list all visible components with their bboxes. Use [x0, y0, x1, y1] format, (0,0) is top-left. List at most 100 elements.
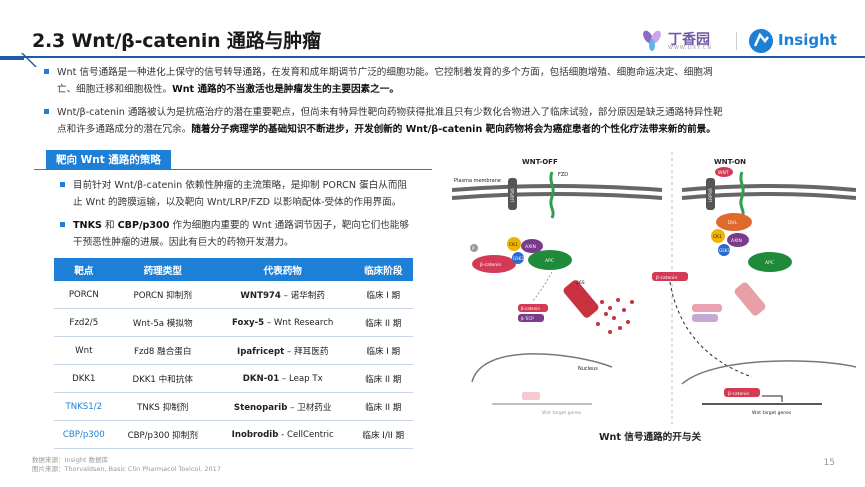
off-gsk3	[512, 252, 524, 264]
off-btrcp	[518, 314, 544, 322]
off-fzd-receptor	[549, 171, 555, 219]
drug-company: – 卫材药业	[287, 402, 332, 413]
wnt-pathway-diagram: WNT-OFF Plasma membrane LRP5/6 FZD β-cat…	[452, 152, 856, 424]
off-membrane	[452, 184, 663, 192]
table-cell-target: Wnt	[54, 336, 114, 365]
drug-company: – Wnt Research	[264, 317, 334, 328]
bullet-square-icon	[44, 109, 49, 114]
drug-name: DKN-01	[242, 373, 280, 384]
table-cell-target: CBP/p300	[54, 420, 114, 449]
table-cell-type: CBP/p300 抑制剂	[113, 420, 212, 449]
on-membrane	[681, 184, 856, 192]
off-fzd-label: FZD	[558, 172, 568, 178]
off-target-promoter	[522, 392, 540, 400]
on-translocation-arrow	[669, 281, 753, 378]
table-header-row: 靶点 药理类型 代表药物 临床阶段	[54, 258, 413, 281]
strategy-bullet-2: TNKS 和 CBP/p300 作为细胞内重要的 Wnt 通路调节因子，靶向它们…	[60, 217, 445, 251]
table-cell-type: PORCN 抑制剂	[113, 281, 212, 309]
off-axin	[521, 239, 543, 253]
off-lrp-label: LRP5/6	[510, 188, 515, 202]
table-cell-target: Fzd2/5	[54, 308, 114, 337]
strategy-underline	[34, 169, 432, 170]
on-btrcp-faded	[692, 314, 718, 322]
drug-name: Stenoparib	[233, 402, 288, 413]
table-cell-drug: WNT974 – 诺华制药	[211, 281, 354, 309]
header-decoration	[0, 28, 24, 60]
table-header-phase: 临床阶段	[353, 258, 413, 281]
table-cell-phase: 临床 I/II 期	[353, 420, 413, 449]
plasma-membrane-label: Plasma membrane	[454, 178, 501, 184]
drug-company: – Leap Tx	[279, 373, 323, 384]
off-nucleus-label: Nucleus	[578, 366, 598, 372]
page-number: 15	[823, 458, 835, 468]
on-bcat-faded	[692, 304, 722, 312]
table-cell-target: PORCN	[54, 281, 114, 309]
strategy-bullet-2-bold1: TNKS	[73, 220, 102, 231]
intro-bullet-2-text2: 点和许多通路成分的潜在冗余。	[57, 124, 192, 135]
table-cell-phase: 临床 II 期	[353, 308, 413, 337]
on-axin-label: AXIN	[731, 238, 742, 244]
on-wnt-label: WNT	[718, 170, 729, 176]
off-target-genes-label: Wnt target genes	[542, 410, 582, 416]
table-cell-type: Fzd8 融合蛋白	[113, 336, 212, 365]
off-ck1-label: CK1	[509, 242, 518, 248]
drug-name: Foxy-5	[232, 317, 265, 328]
insight-logo-icon	[749, 29, 773, 53]
on-gsk3	[718, 244, 730, 256]
bullet-square-icon	[60, 222, 65, 227]
off-lrp-receptor	[508, 178, 517, 210]
off-proteasome	[563, 280, 599, 318]
table-cell-type: DKK1 中和抗体	[113, 364, 212, 393]
strategy-bullet-2-mid: 和	[101, 220, 118, 231]
on-target-genes-label: Wnt target genes	[752, 410, 792, 416]
drug-name: Inobrodib	[231, 429, 279, 440]
strategy-bullet-1-line1: 目前针对 Wnt/β-catenin 依赖性肿瘤的主流策略，是抑制 PORCN …	[73, 180, 408, 191]
table-cell-drug: Inobrodib - CellCentric	[211, 420, 354, 449]
bullet-square-icon	[44, 69, 49, 74]
table-header-drug: 代表药物	[211, 258, 354, 281]
off-bcat-complex	[472, 255, 516, 273]
off-ck1	[507, 237, 521, 251]
off-degraded-fragments	[596, 298, 634, 334]
off-phospho	[470, 244, 478, 252]
off-btrcp-label: β-TrCP	[521, 316, 534, 321]
source-notes: 数据来源：Insight 数据库 图片来源：Thorvaldsen, Basic…	[32, 456, 221, 474]
on-membrane-inner	[681, 192, 856, 200]
off-arrow	[531, 271, 553, 303]
on-dvl	[716, 213, 752, 231]
intro-bullet-1-bold: Wnt 通路的不当激活也是肿瘤发生的主要因素之一。	[172, 84, 399, 95]
table-cell-phase: 临床 II 期	[353, 364, 413, 393]
strategy-bullet-2-line2: 干预恶性肿瘤的进展。因此有巨大的药物开发潜力。	[73, 237, 294, 248]
table-cell-target: DKK1	[54, 364, 114, 393]
drug-company: – 诺华制药	[280, 290, 326, 301]
on-lrp-label: LRP5/6	[708, 188, 713, 202]
on-dvl-label: DVL	[728, 220, 737, 226]
header-divider	[0, 56, 865, 58]
on-bcat-free-label: β-catenin	[656, 275, 677, 281]
strategy-section-header: 靶向 Wnt 通路的策略	[34, 150, 432, 170]
on-nucleus-membrane	[681, 360, 856, 385]
strategy-title: 靶向 Wnt 通路的策略	[46, 150, 171, 170]
off-bcat-label: β-catenin	[480, 262, 501, 268]
wnt-off-label: WNT-OFF	[522, 158, 558, 166]
table-cell-drug: Ipafricept – 拜耳医药	[211, 336, 354, 365]
strategy-bullet-2-bold2: CBP/p300	[117, 220, 170, 231]
table-cell-phase: 临床 II 期	[353, 392, 413, 421]
dxy-logo-text: 丁香园	[668, 32, 710, 48]
off-gsk3-label: GSK3	[513, 256, 524, 261]
drug-company: - CellCentric	[278, 429, 334, 440]
table-cell-type: TNKS 抑制剂	[113, 392, 212, 421]
on-apc	[748, 252, 792, 272]
drug-name: Ipafricept	[237, 346, 285, 357]
source-data-note: 数据来源：Insight 数据库	[32, 456, 109, 464]
on-gsk3-label: GSK3	[719, 248, 730, 253]
intro-bullet-1: Wnt 信号通路是一种进化上保守的信号转导通路，在发育和成年期调节广泛的细胞功能…	[44, 64, 804, 98]
on-proteasome-faded	[734, 282, 766, 316]
table-header-target: 靶点	[54, 258, 114, 281]
table-cell-phase: 临床 I 期	[353, 336, 413, 365]
